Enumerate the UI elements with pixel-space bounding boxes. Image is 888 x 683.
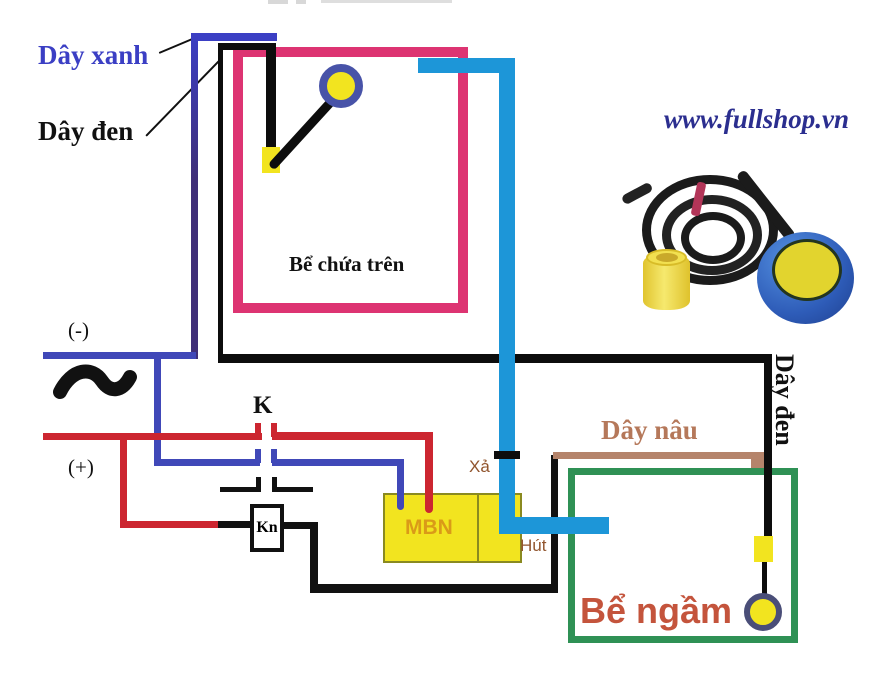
cropped-strip [296, 0, 306, 4]
blue-contact-wire-right [272, 459, 401, 466]
float-face-photo [772, 239, 842, 301]
lower-float-cable [762, 562, 767, 595]
lower-tank-label: Bể ngầm [580, 590, 733, 631]
lower-float-counterweight [754, 536, 773, 562]
blue-contact-wire-left [154, 459, 260, 466]
upper-tank-label: Bể chứa trên [289, 252, 405, 276]
counterweight-hole [656, 253, 678, 262]
kn-contact-tick [272, 477, 277, 489]
blue-wire-label: Dây xanh [38, 40, 149, 70]
cable-coil-mid [662, 195, 762, 275]
red-wire-to-pump [425, 432, 433, 513]
cropped-strip [268, 0, 288, 4]
kn-contact-right [272, 487, 313, 492]
black-wire-down [310, 522, 318, 588]
pipe-suction-horizontal [499, 517, 609, 534]
black-wire-kn-right [284, 522, 314, 529]
pipe-inlet-label: Hút [520, 536, 547, 555]
ac-symbol [53, 364, 137, 399]
pipe-top-horizontal [418, 58, 515, 73]
blue-contact-tick [255, 449, 261, 463]
red-branch-vertical [120, 433, 127, 528]
black-wire-label: Dây đen [38, 116, 134, 146]
red-supply-wire [43, 433, 262, 440]
black-wire-kn-left [218, 521, 250, 528]
watermark-url: www.fullshop.vn [664, 104, 850, 134]
switch-k-label: K [253, 392, 273, 419]
pointer-line [145, 60, 220, 137]
pipe-vertical [499, 58, 515, 534]
kn-relay-label: Kn [256, 519, 278, 536]
pump-label: MBN [405, 516, 453, 539]
pipe-union-band [494, 451, 520, 459]
brown-wire [553, 452, 765, 459]
black-wire-top [218, 43, 276, 50]
blue-wire-to-pump [397, 459, 404, 510]
pump-divider [477, 493, 479, 562]
cropped-strip [321, 0, 452, 3]
lower-tank [568, 468, 798, 643]
blue-contact-tick [271, 449, 277, 463]
brown-wire-tip [751, 452, 765, 468]
blue-supply-wire [43, 352, 196, 359]
red-contact-wire-right [272, 432, 433, 440]
blue-drop-wire [154, 352, 161, 464]
upper-float-ball [319, 64, 363, 108]
kn-contact-tick [256, 477, 261, 489]
negative-terminal-label: (-) [68, 318, 89, 342]
upper-tank [233, 47, 468, 313]
black-wire-bottom [310, 584, 558, 593]
pipe-outlet-label: Xả [469, 457, 490, 476]
brown-wire-label: Dây nâu [601, 415, 698, 445]
kn-relay-box: Kn [250, 504, 284, 552]
cable-coil-outer [642, 175, 778, 285]
cable-connector [620, 181, 654, 206]
black-wire-vertical-label: Dây đen [770, 354, 799, 446]
black-wire-main [218, 354, 772, 363]
cable-coil-inner [681, 212, 745, 264]
lower-float-ball [744, 593, 782, 631]
float-cable [266, 45, 276, 161]
black-wire-right-vertical [764, 354, 772, 538]
red-contact-tick [271, 423, 277, 437]
black-wire-vertical [218, 43, 223, 361]
positive-terminal-label: (+) [68, 455, 94, 479]
blue-wire-vertical [191, 33, 198, 359]
red-contact-tick [255, 423, 261, 437]
kn-contact-left [220, 487, 261, 492]
red-branch-horizontal [120, 521, 218, 528]
blue-wire-top [193, 33, 277, 41]
